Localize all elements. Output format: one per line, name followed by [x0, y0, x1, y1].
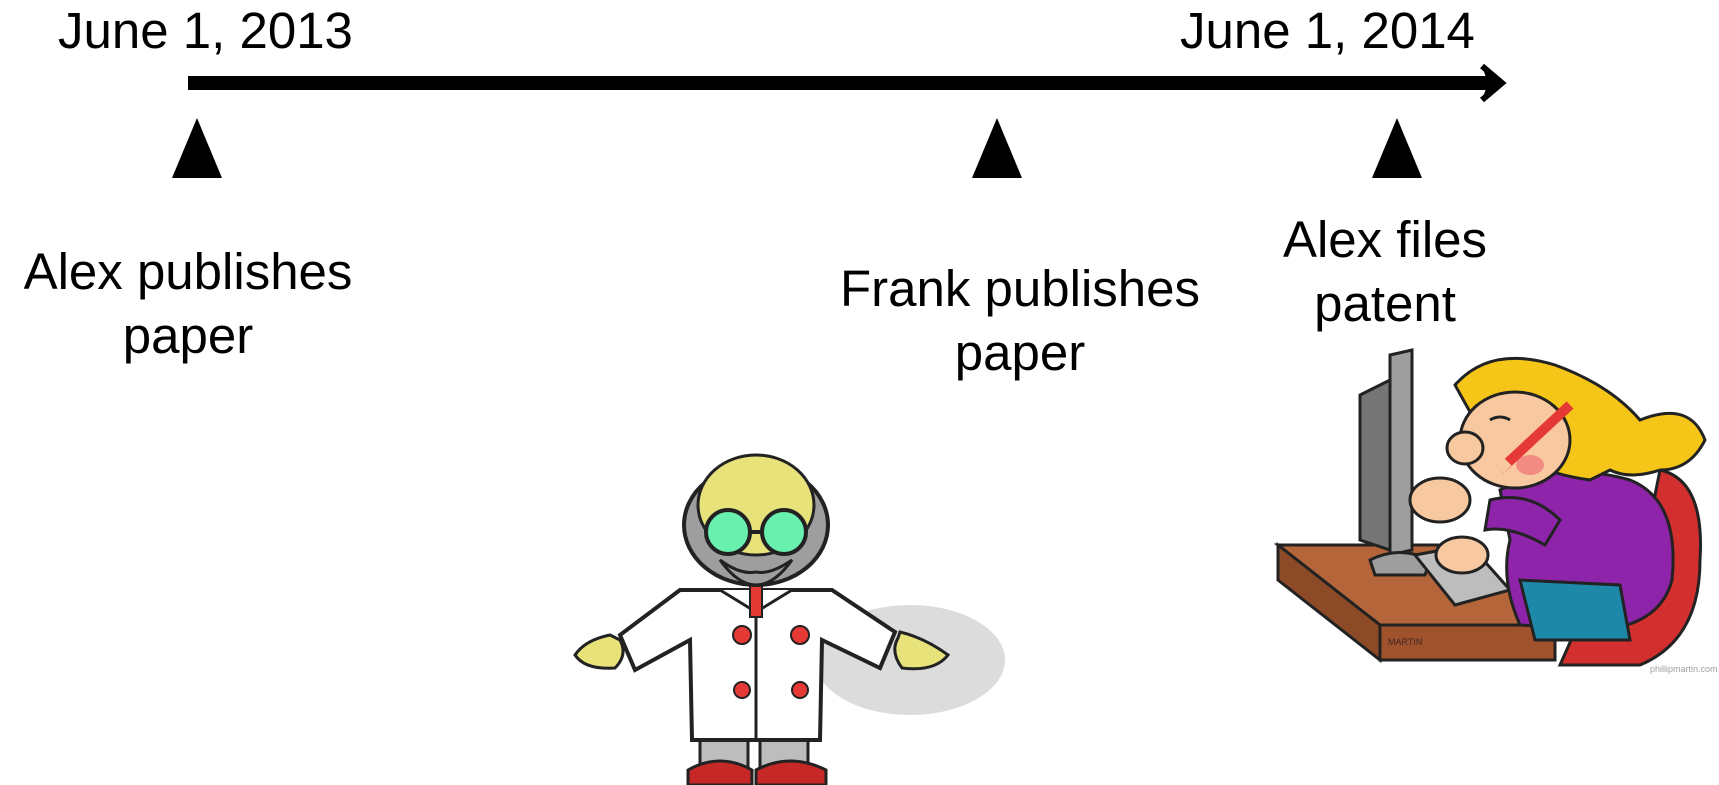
event-marker-2 [972, 118, 1022, 178]
event-label-3-line2: patent [1314, 275, 1456, 332]
start-date-label: June 1, 2013 [58, 2, 353, 59]
event-label-1-line1: Alex publishes [23, 243, 353, 300]
event-label-1: Alex publishes paper [8, 240, 368, 368]
timeline-arrow [188, 63, 1507, 103]
event-label-3-line1: Alex files [1282, 211, 1488, 268]
event-marker-1 [172, 118, 222, 178]
event-marker-3 [1372, 118, 1422, 178]
illustration-credit: phillipmartin.com [1650, 664, 1718, 674]
event-label-2: Frank publishes paper [820, 257, 1220, 385]
event-label-2-line2: paper [954, 324, 1086, 381]
event-label-2-line1: Frank publishes [839, 260, 1200, 317]
scientist-icon [573, 453, 1005, 785]
event-label-3: Alex files patent [1260, 208, 1510, 336]
computer-user-icon [1273, 348, 1707, 667]
desk-label: MARTIN [1388, 637, 1422, 647]
end-date-label: June 1, 2014 [1180, 2, 1475, 59]
event-label-1-line2: paper [122, 307, 254, 364]
